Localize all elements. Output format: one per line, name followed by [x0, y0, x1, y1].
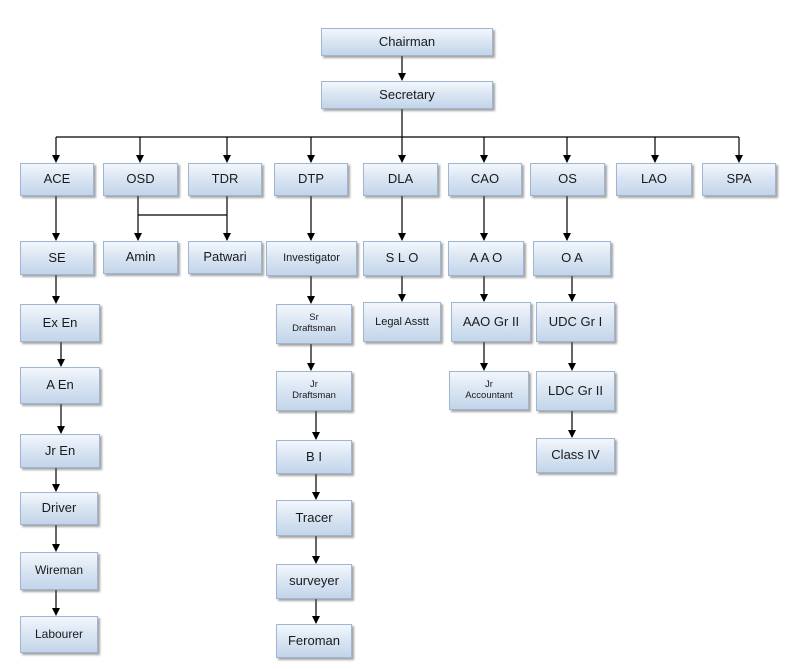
se-box: SE	[20, 241, 94, 275]
a-en-label: A En	[46, 377, 74, 393]
dtp-box: DTP	[274, 163, 348, 196]
legal-asstt-label: Legal Asstt	[375, 315, 429, 328]
feroman-box: Feroman	[276, 624, 352, 658]
secretary-label: Secretary	[379, 86, 435, 102]
osd-label: OSD	[126, 171, 155, 187]
wireman-label: Wireman	[34, 563, 83, 578]
oa-label: O A	[561, 250, 583, 266]
slo-box: S L O	[363, 241, 441, 276]
lao-box: LAO	[616, 163, 692, 196]
aao-gr-ii-box: AAO Gr II	[451, 302, 531, 342]
osd-box: OSD	[103, 163, 178, 196]
surveyer-label: surveyer	[289, 573, 339, 589]
aao-box: A A O	[448, 241, 524, 276]
ldc-gr-ii-box: LDC Gr II	[536, 371, 615, 411]
ldc-gr-ii-label: LDC Gr II	[548, 382, 603, 398]
investigator-box: Investigator	[266, 241, 357, 276]
jr-accountant-box: Jr Accountant	[449, 371, 529, 410]
surveyer-box: surveyer	[276, 564, 352, 599]
sr-draftsman-box: Sr Draftsman	[276, 304, 352, 344]
chairman-label: Chairman	[378, 33, 436, 49]
patwari-label: Patwari	[203, 249, 247, 265]
spa-label: SPA	[726, 171, 752, 187]
dla-label: DLA	[387, 171, 414, 187]
jr-draftsman-label: Jr Draftsman	[292, 379, 336, 401]
os-box: OS	[530, 163, 605, 196]
os-label: OS	[558, 171, 577, 187]
chairman-box: Chairman	[321, 28, 493, 56]
cao-label: CAO	[470, 171, 500, 187]
lao-label: LAO	[640, 171, 667, 187]
dla-box: DLA	[363, 163, 438, 196]
wireman-box: Wireman	[20, 552, 98, 590]
aao-gr-ii-label: AAO Gr II	[462, 313, 520, 329]
legal-asstt-box: Legal Asstt	[363, 302, 441, 342]
cao-box: CAO	[448, 163, 522, 196]
tracer-label: Tracer	[295, 509, 333, 525]
tdr-label: TDR	[211, 171, 239, 187]
feroman-label: Feroman	[287, 632, 341, 648]
ace-label: ACE	[43, 171, 71, 187]
bi-box: B I	[276, 440, 352, 474]
ex-en-label: Ex En	[42, 314, 78, 330]
driver-label: Driver	[41, 500, 77, 516]
a-en-box: A En	[20, 367, 100, 404]
oa-box: O A	[533, 241, 611, 276]
class-iv-box: Class IV	[536, 438, 615, 473]
jr-draftsman-box: Jr Draftsman	[276, 371, 352, 411]
ace-box: ACE	[20, 163, 94, 196]
patwari-box: Patwari	[188, 241, 262, 274]
ex-en-box: Ex En	[20, 304, 100, 342]
dtp-label: DTP	[298, 171, 324, 187]
bi-label: B I	[306, 448, 322, 464]
jr-en-label: Jr En	[44, 442, 76, 458]
udc-gr-i-label: UDC Gr I	[548, 313, 603, 329]
sr-draftsman-label: Sr Draftsman	[292, 312, 336, 334]
amin-label: Amin	[125, 249, 156, 265]
se-label: SE	[48, 249, 66, 265]
tracer-box: Tracer	[276, 500, 352, 536]
investigator-label: Investigator	[283, 252, 340, 265]
spa-box: SPA	[702, 163, 776, 196]
jr-en-box: Jr En	[20, 434, 100, 468]
secretary-box: Secretary	[321, 81, 493, 109]
udc-gr-i-box: UDC Gr I	[536, 302, 615, 342]
slo-label: S L O	[385, 250, 419, 266]
class-iv-label: Class IV	[551, 447, 600, 463]
aao-label: A A O	[469, 250, 503, 266]
labourer-box: Labourer	[20, 616, 98, 653]
driver-box: Driver	[20, 492, 98, 525]
amin-box: Amin	[103, 241, 178, 274]
labourer-label: Labourer	[34, 626, 84, 641]
jr-accountant-label: Jr Accountant	[465, 378, 513, 401]
tdr-box: TDR	[188, 163, 262, 196]
